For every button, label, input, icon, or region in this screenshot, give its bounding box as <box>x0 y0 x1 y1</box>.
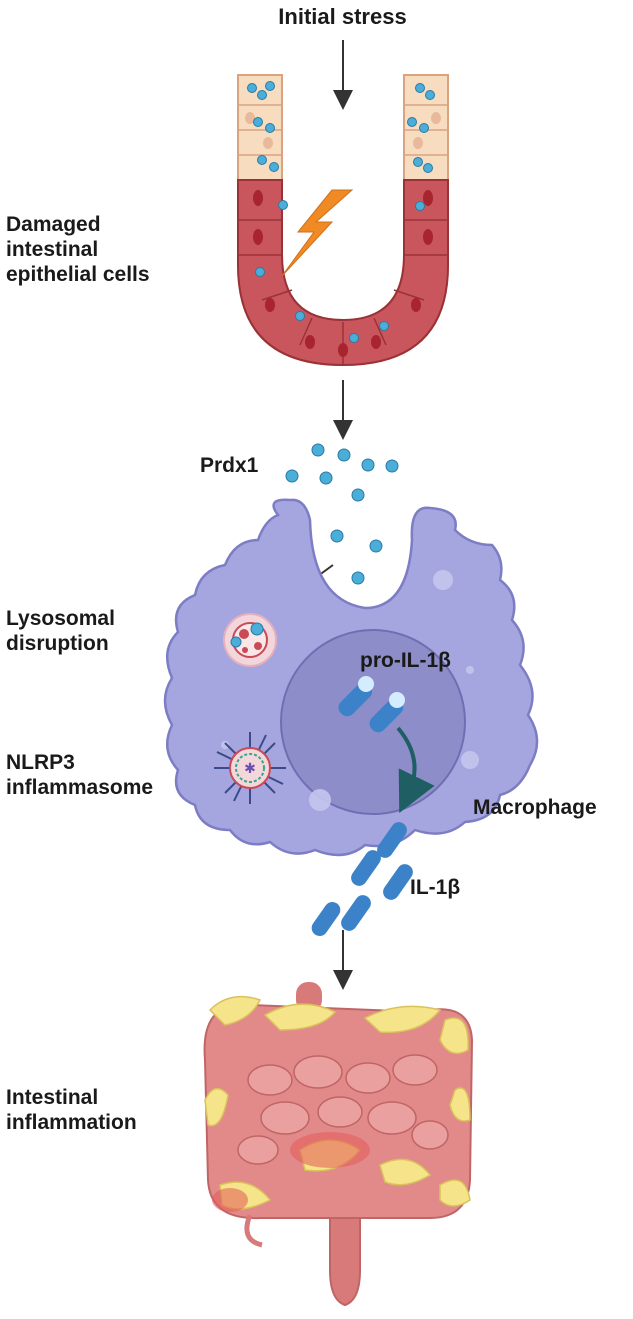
label-prdx1-text: Prdx1 <box>200 454 259 477</box>
label-line: Intestinal <box>6 1086 99 1109</box>
lysosome <box>223 613 277 667</box>
label-lysosomal-disruption: Lysosomal disruption <box>6 606 115 656</box>
intestinal-epithelium <box>237 74 449 367</box>
nlrp3-inflammasome-icon: ✱ <box>214 732 286 804</box>
label-macrophage-text: Macrophage <box>473 796 597 819</box>
label-intestinal-inflammation: Intestinal inflammation <box>6 1085 137 1135</box>
pro-il1b-icon <box>338 676 405 733</box>
label-prdx1: Prdx1 <box>200 453 258 478</box>
lightning-icon <box>281 189 354 277</box>
label-nlrp3: NLRP3 inflammasome <box>6 750 153 800</box>
arrow-processing <box>396 726 435 813</box>
prdx1-particles <box>285 443 399 585</box>
label-line: epithelial cells <box>6 263 150 287</box>
label-pro-il1b: pro-IL-1β <box>360 648 451 673</box>
label-il1b-text: IL-1β <box>410 876 461 899</box>
label-line: intestinal <box>6 238 99 262</box>
label-line: Damaged <box>6 213 101 236</box>
il1b-icon <box>311 822 413 937</box>
label-damaged-cells: Damaged intestinal epithelial cells <box>6 212 150 288</box>
label-line: NLRP3 <box>6 751 75 774</box>
label-pro-il1b-text: pro-IL-1β <box>360 649 451 672</box>
label-il1b: IL-1β <box>410 875 460 900</box>
label-initial-stress-text: Initial stress <box>278 4 407 29</box>
label-line: inflammasome <box>6 776 154 800</box>
label-line: inflammation <box>6 1111 137 1135</box>
label-line: disruption <box>6 632 109 656</box>
label-line: Lysosomal <box>6 607 115 630</box>
intestine <box>203 982 474 1307</box>
svg-text:✱: ✱ <box>244 761 256 777</box>
label-initial-stress: Initial stress <box>0 4 633 30</box>
label-macrophage: Macrophage <box>473 795 597 820</box>
